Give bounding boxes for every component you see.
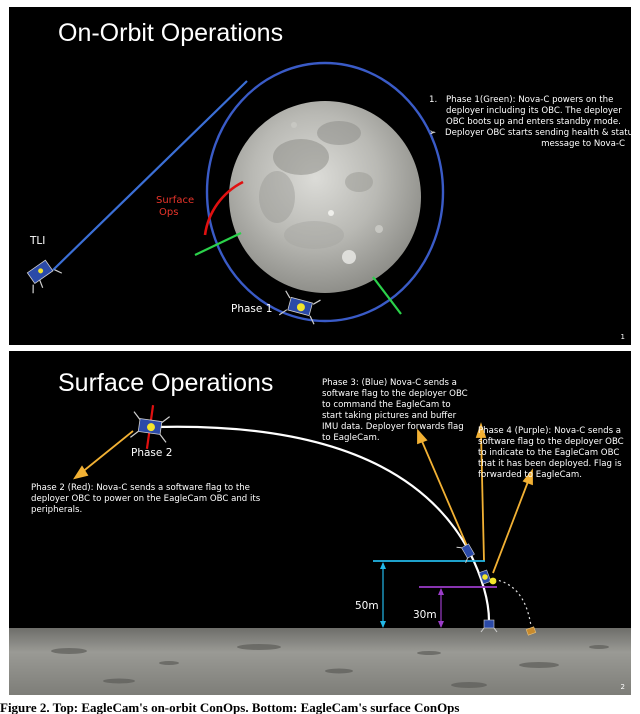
surface-craters — [51, 644, 609, 688]
arrowhead-50m-top — [380, 562, 386, 569]
surface-ops-label-line2: Ops — [159, 207, 179, 218]
phase3-description: Phase 3: (Blue) Nova-C sends a software … — [322, 378, 468, 443]
phase2-label: Phase 2 — [131, 447, 173, 459]
phase2-description: Phase 2 (Red): Nova-C sends a software f… — [31, 483, 261, 515]
eaglecam-ejection-path — [488, 578, 532, 627]
surface-ops-arc — [203, 180, 244, 236]
lunar-orbit — [205, 61, 445, 323]
page-number: 2 — [620, 683, 625, 691]
phase1-label: Phase 1 — [231, 303, 273, 315]
spacecraft-phase2-icon — [130, 405, 170, 449]
callout-arrows — [73, 422, 533, 574]
spacecraft-tli-icon — [26, 259, 63, 294]
height-30m-label: 30m — [413, 609, 437, 621]
phase1-description: Phase 1(Green): Nova-C powers on the dep… — [446, 95, 622, 127]
height-50m-label: 50m — [355, 600, 379, 612]
bullet-arrow-icon: ➢ — [429, 128, 437, 138]
phase1-end-marker — [372, 276, 402, 315]
transfer-trajectory — [52, 80, 248, 271]
descent-trajectory — [155, 425, 491, 622]
spacecraft-phase4-icon — [478, 569, 492, 585]
lunar-surface — [9, 628, 631, 695]
arrowhead-30m-top — [438, 588, 444, 595]
on-orbit-diagram — [26, 61, 445, 325]
surface-ops-label-line1: Surface — [156, 195, 195, 206]
arrowhead-30m-bottom — [438, 621, 444, 628]
phase1-number: 1. — [429, 95, 438, 105]
tli-label: TLI — [30, 235, 46, 247]
phase4-description: Phase 4 (Purple): Nova-C sends a softwar… — [478, 426, 624, 480]
page-number: 1 — [620, 333, 625, 341]
spacecraft-phase3-icon — [456, 543, 475, 563]
eaglecam-separated-icon — [489, 577, 497, 585]
phase1-start-marker — [194, 232, 242, 256]
slide-title: Surface Operations — [58, 369, 274, 397]
slide-surface-operations: Surface Operations Phase 3: (Blue) Nova-… — [8, 350, 632, 696]
bullet-text-line1: Deployer OBC starts sending health & sta… — [445, 128, 632, 138]
arrowhead-50m-bottom — [380, 621, 386, 628]
figure-caption: Figure 2. Top: EagleCam's on-orbit ConOp… — [0, 700, 460, 714]
lander-on-surface-icon — [480, 619, 498, 633]
surface-diagram — [9, 405, 631, 695]
spacecraft-phase1-icon — [278, 290, 321, 325]
moon — [229, 101, 421, 293]
slide-title: On-Orbit Operations — [58, 19, 284, 47]
slide-on-orbit-operations: On-Orbit Operations 1. Phase 1(Green): N… — [8, 6, 632, 346]
bullet-text-line2: message to Nova-C — [541, 139, 625, 149]
eaglecam-on-surface-icon — [525, 626, 537, 636]
